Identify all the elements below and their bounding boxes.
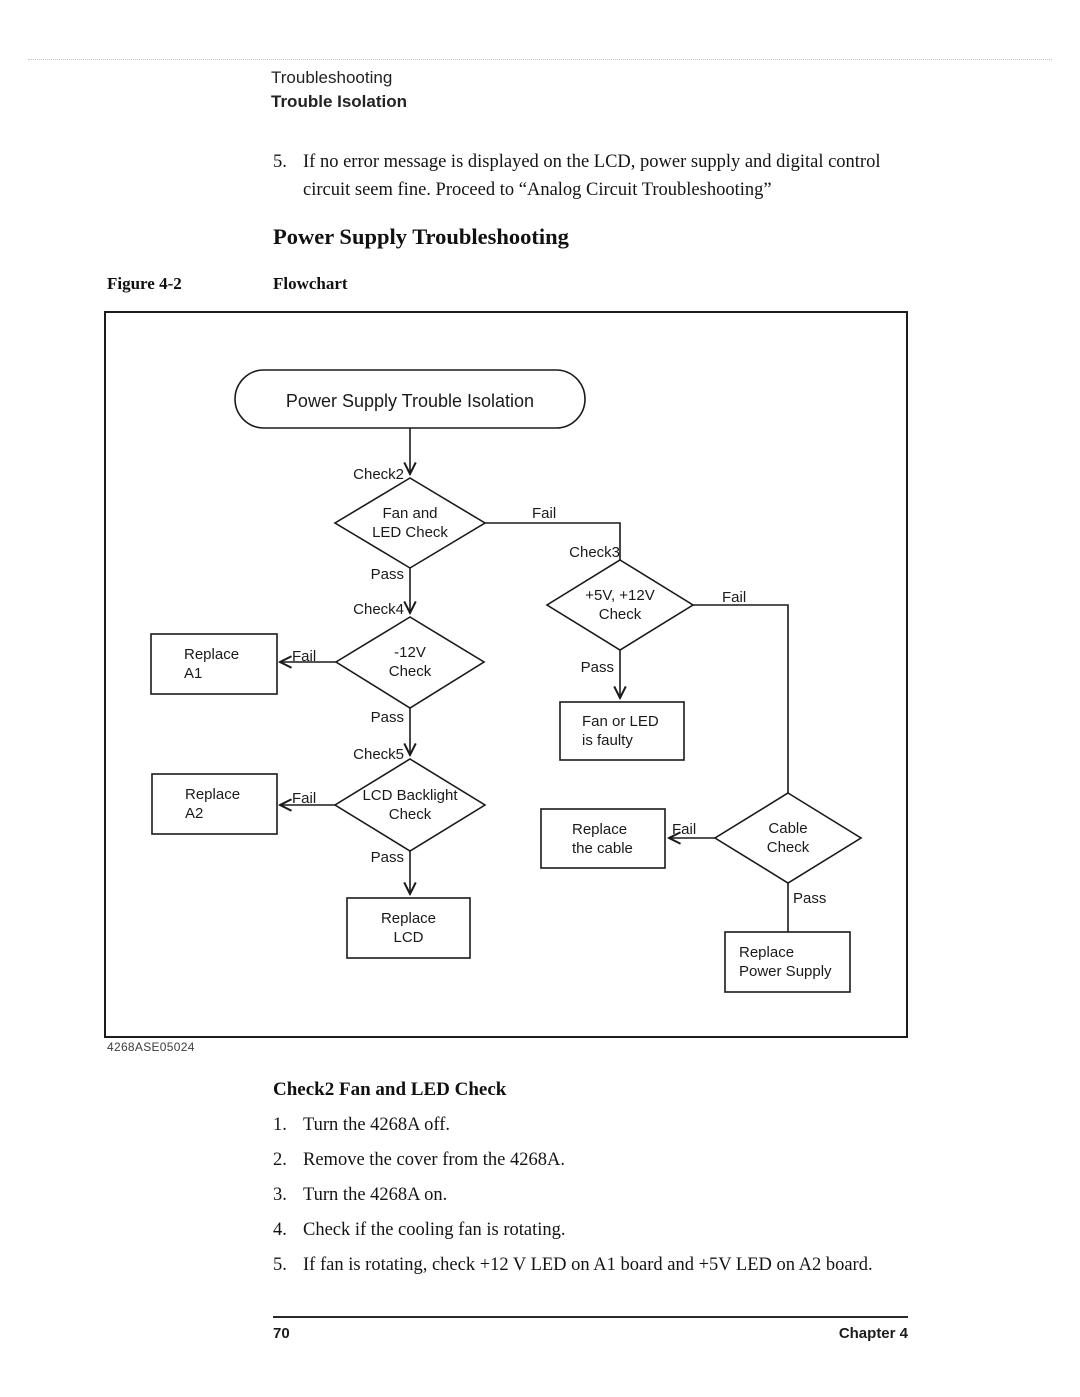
edge-tag-check5: Check5 (353, 746, 404, 763)
list-item: 2. Remove the cover from the 4268A. (273, 1149, 873, 1171)
box-replace-a1-shape (150, 633, 278, 695)
running-header-subtitle: Trouble Isolation (271, 92, 408, 111)
figure-code: 4268ASE05024 (107, 1040, 195, 1054)
edge-label-backlight-fail: Fail (292, 790, 317, 807)
list-item-number: 4. (273, 1220, 287, 1240)
edge-label-cable-pass: Pass (793, 890, 827, 907)
intro-step-5: 5. If no error message is displayed on t… (273, 148, 880, 204)
list-item-text: Turn the 4268A off. (303, 1115, 450, 1135)
edge-label-fanled-pass: Pass (370, 566, 404, 583)
list-item: 4. Check if the cooling fan is rotating. (273, 1219, 873, 1241)
box-replace-a1-label: Replace A1 (184, 646, 240, 682)
edge-label-backlight-pass: Pass (370, 849, 404, 866)
list-item: 5. If fan is rotating, check +12 V LED o… (273, 1254, 873, 1276)
procedure-list: 1. Turn the 4268A off. 2. Remove the cov… (273, 1114, 873, 1289)
edge-label-5v12v-fail: Fail (722, 589, 747, 606)
box-fanled-faulty-shape (559, 701, 685, 761)
list-item: 1. Turn the 4268A off. (273, 1114, 873, 1136)
decision-minus12v-label: -12V Check (388, 644, 432, 680)
list-item: 3. Turn the 4268A on. (273, 1184, 873, 1206)
running-header-title: Troubleshooting (271, 68, 393, 87)
decision-5v12v-label: +5V, +12V Check (585, 587, 655, 623)
box-replace-lcd-label: Replace LCD (380, 910, 437, 946)
edge-label-5v12v-pass: Pass (580, 659, 614, 676)
edge-label-minus12v-fail: Fail (292, 648, 317, 665)
flowchart-figure: Power Supply Trouble Isolation Check2 Fa… (104, 311, 908, 1038)
decision-cable-label: Cable Check (766, 820, 810, 856)
figure-label: Figure 4-2 (107, 274, 182, 293)
footer-page-number: 70 (273, 1325, 290, 1342)
flowchart-shapes (150, 369, 863, 993)
box-replace-cable-label: Replace the cable (572, 820, 633, 857)
box-replace-psu-label: Replace Power Supply (739, 944, 832, 980)
edge-fanled-fail (485, 522, 621, 560)
start-terminator-label: Power Supply Trouble Isolation (285, 390, 535, 411)
decision-fan-led-label: Fan and LED Check (372, 505, 448, 541)
list-item-text: Turn the 4268A on. (303, 1185, 448, 1205)
edge-label-minus12v-pass: Pass (370, 709, 404, 726)
edge-label-fanled-fail: Fail (532, 505, 557, 522)
edge-5v12v-fail (693, 604, 789, 793)
list-item-number: 2. (273, 1150, 287, 1170)
figure-caption: Flowchart (273, 274, 348, 293)
list-item-number: 5. (273, 1255, 287, 1275)
edge-tag-check2: Check2 (353, 466, 404, 483)
running-header: Troubleshooting Trouble Isolation (271, 66, 407, 114)
list-item-text: Remove the cover from the 4268A. (303, 1150, 566, 1170)
intro-step-line2: circuit seem fine. Proceed to “Analog Ci… (303, 180, 772, 200)
box-fanled-faulty-label: Fan or LED is faulty (582, 713, 659, 749)
intro-step-line1: If no error message is displayed on the … (303, 152, 881, 172)
intro-step-number: 5. (273, 152, 287, 172)
scan-artifact-line (28, 59, 1052, 60)
list-item-number: 1. (273, 1115, 287, 1135)
footer-chapter: Chapter 4 (838, 1325, 908, 1342)
list-item-text: Check if the cooling fan is rotating. (303, 1220, 566, 1240)
box-replace-psu-shape (724, 931, 851, 993)
box-replace-a2-shape (151, 773, 278, 835)
edge-tag-check3: Check3 (569, 544, 620, 561)
box-replace-a2-label: Replace A2 (185, 786, 241, 822)
section-title: Power Supply Troubleshooting (273, 224, 569, 249)
box-replace-lcd-shape (346, 897, 471, 959)
list-item-number: 3. (273, 1185, 287, 1205)
box-replace-cable-shape (540, 808, 666, 869)
edge-tag-check4: Check4 (353, 601, 404, 618)
subsection-title: Check2 Fan and LED Check (273, 1079, 507, 1100)
page-footer: 70 Chapter 4 (273, 1316, 908, 1342)
decision-lcd-backlight-label: LCD Backlight Check (362, 787, 458, 823)
edge-label-cable-fail: Fail (672, 821, 697, 838)
list-item-text: If fan is rotating, check +12 V LED on A… (303, 1255, 873, 1275)
